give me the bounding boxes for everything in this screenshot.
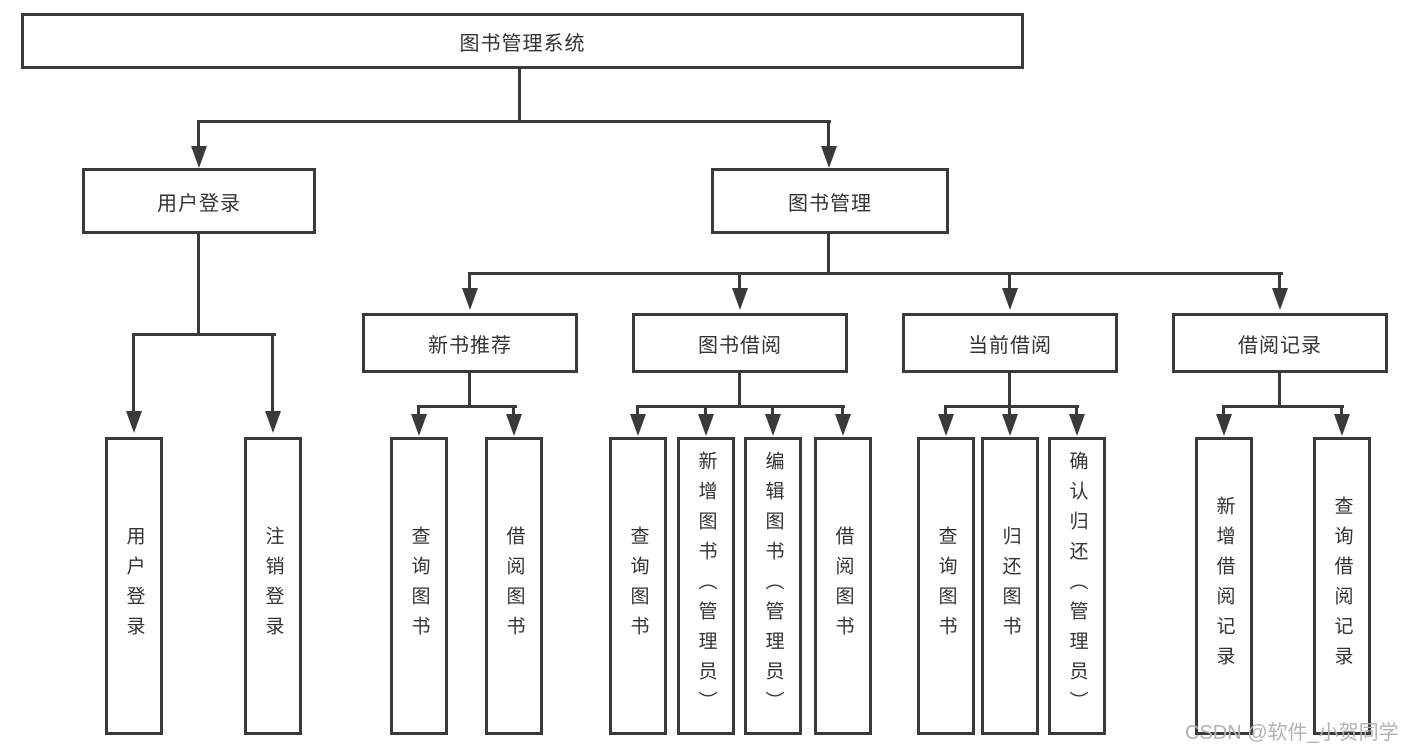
connector-segment bbox=[1008, 272, 1011, 290]
connector-segment bbox=[1075, 405, 1078, 416]
connector-segment bbox=[417, 405, 517, 408]
leaf-query-books-recommend: 查询图书 bbox=[390, 437, 448, 735]
node-current-borrowing: 当前借阅 bbox=[902, 313, 1118, 373]
arrowhead-icon bbox=[821, 146, 837, 168]
leaf-add-book-admin-label: 新增图书（管理员） bbox=[695, 451, 717, 721]
arrowhead-icon bbox=[732, 288, 748, 310]
arrowhead-icon bbox=[506, 414, 522, 436]
connector-segment bbox=[1008, 373, 1011, 405]
arrowhead-icon bbox=[698, 414, 714, 436]
connector-segment bbox=[468, 272, 471, 290]
leaf-confirm-return-admin-label: 确认归还（管理员） bbox=[1066, 451, 1088, 721]
arrowhead-icon bbox=[191, 146, 207, 168]
leaf-logout: 注销登录 bbox=[244, 437, 302, 735]
leaf-return-books: 归还图书 bbox=[981, 437, 1039, 735]
connector-segment bbox=[771, 405, 774, 416]
leaf-borrow-books-recommend: 借阅图书 bbox=[485, 437, 543, 735]
arrowhead-icon bbox=[1002, 288, 1018, 310]
connector-segment bbox=[636, 405, 845, 408]
leaf-borrow-books-recommend-label: 借阅图书 bbox=[503, 526, 525, 646]
arrowhead-icon bbox=[462, 288, 478, 310]
leaf-return-books-label: 归还图书 bbox=[999, 526, 1021, 646]
connector-segment bbox=[132, 333, 276, 336]
node-user-login: 用户登录 bbox=[82, 168, 316, 234]
leaf-add-borrow-record-label: 新增借阅记录 bbox=[1213, 496, 1235, 676]
arrowhead-icon bbox=[411, 414, 427, 436]
connector-segment bbox=[944, 405, 1079, 408]
connector-segment bbox=[944, 405, 947, 416]
arrowhead-icon bbox=[1069, 414, 1085, 436]
node-book-borrowing: 图书借阅 bbox=[632, 313, 848, 373]
connector-segment bbox=[1222, 405, 1344, 408]
connector-segment bbox=[197, 120, 200, 148]
connector-segment bbox=[132, 333, 135, 413]
node-new-book-recommend: 新书推荐 bbox=[362, 313, 578, 373]
connector-segment bbox=[417, 405, 420, 416]
connector-segment bbox=[636, 405, 639, 416]
leaf-query-borrow-record-label: 查询借阅记录 bbox=[1331, 496, 1353, 676]
arrowhead-icon bbox=[265, 411, 281, 433]
leaf-query-books-current-label: 查询图书 bbox=[935, 526, 957, 646]
connector-segment bbox=[197, 120, 831, 123]
leaf-user-login-label: 用户登录 bbox=[123, 526, 145, 646]
arrowhead-icon bbox=[630, 414, 646, 436]
leaf-add-book-admin: 新增图书（管理员） bbox=[677, 437, 735, 735]
leaf-borrow-books-borrowing: 借阅图书 bbox=[814, 437, 872, 735]
connector-segment bbox=[1222, 405, 1225, 416]
connector-segment bbox=[1278, 373, 1281, 405]
connector-segment bbox=[468, 272, 1283, 275]
connector-segment bbox=[197, 234, 200, 333]
connector-segment bbox=[1008, 405, 1011, 416]
connector-segment bbox=[518, 69, 521, 120]
connector-segment bbox=[704, 405, 707, 416]
leaf-edit-book-admin: 编辑图书（管理员） bbox=[744, 437, 802, 735]
leaf-borrow-books-borrowing-label: 借阅图书 bbox=[832, 526, 854, 646]
arrowhead-icon bbox=[765, 414, 781, 436]
connector-segment bbox=[827, 234, 830, 272]
leaf-user-login: 用户登录 bbox=[105, 437, 163, 735]
leaf-query-books-borrowing: 查询图书 bbox=[609, 437, 667, 735]
arrowhead-icon bbox=[938, 414, 954, 436]
leaf-query-borrow-record: 查询借阅记录 bbox=[1313, 437, 1371, 735]
connector-segment bbox=[738, 373, 741, 405]
connector-segment bbox=[827, 120, 830, 148]
arrowhead-icon bbox=[1002, 414, 1018, 436]
arrowhead-icon bbox=[1272, 288, 1288, 310]
leaf-add-borrow-record: 新增借阅记录 bbox=[1195, 437, 1253, 735]
leaf-query-books-recommend-label: 查询图书 bbox=[408, 526, 430, 646]
arrowhead-icon bbox=[1216, 414, 1232, 436]
connector-segment bbox=[841, 405, 844, 416]
node-borrowing-records: 借阅记录 bbox=[1172, 313, 1388, 373]
connector-segment bbox=[512, 405, 515, 416]
node-root: 图书管理系统 bbox=[21, 13, 1024, 69]
leaf-confirm-return-admin: 确认归还（管理员） bbox=[1048, 437, 1106, 735]
leaf-query-books-current: 查询图书 bbox=[917, 437, 975, 735]
connector-segment bbox=[1340, 405, 1343, 416]
node-book-management: 图书管理 bbox=[711, 168, 949, 234]
watermark: CSDN @软件_小贺同学 bbox=[1185, 722, 1399, 744]
connector-segment bbox=[468, 373, 471, 405]
connector-segment bbox=[1278, 272, 1281, 290]
arrowhead-icon bbox=[126, 411, 142, 433]
leaf-edit-book-admin-label: 编辑图书（管理员） bbox=[762, 451, 784, 721]
arrowhead-icon bbox=[835, 414, 851, 436]
arrowhead-icon bbox=[1334, 414, 1350, 436]
connector-segment bbox=[738, 272, 741, 290]
leaf-logout-label: 注销登录 bbox=[262, 526, 284, 646]
leaf-query-books-borrowing-label: 查询图书 bbox=[627, 526, 649, 646]
connector-segment bbox=[271, 333, 274, 413]
